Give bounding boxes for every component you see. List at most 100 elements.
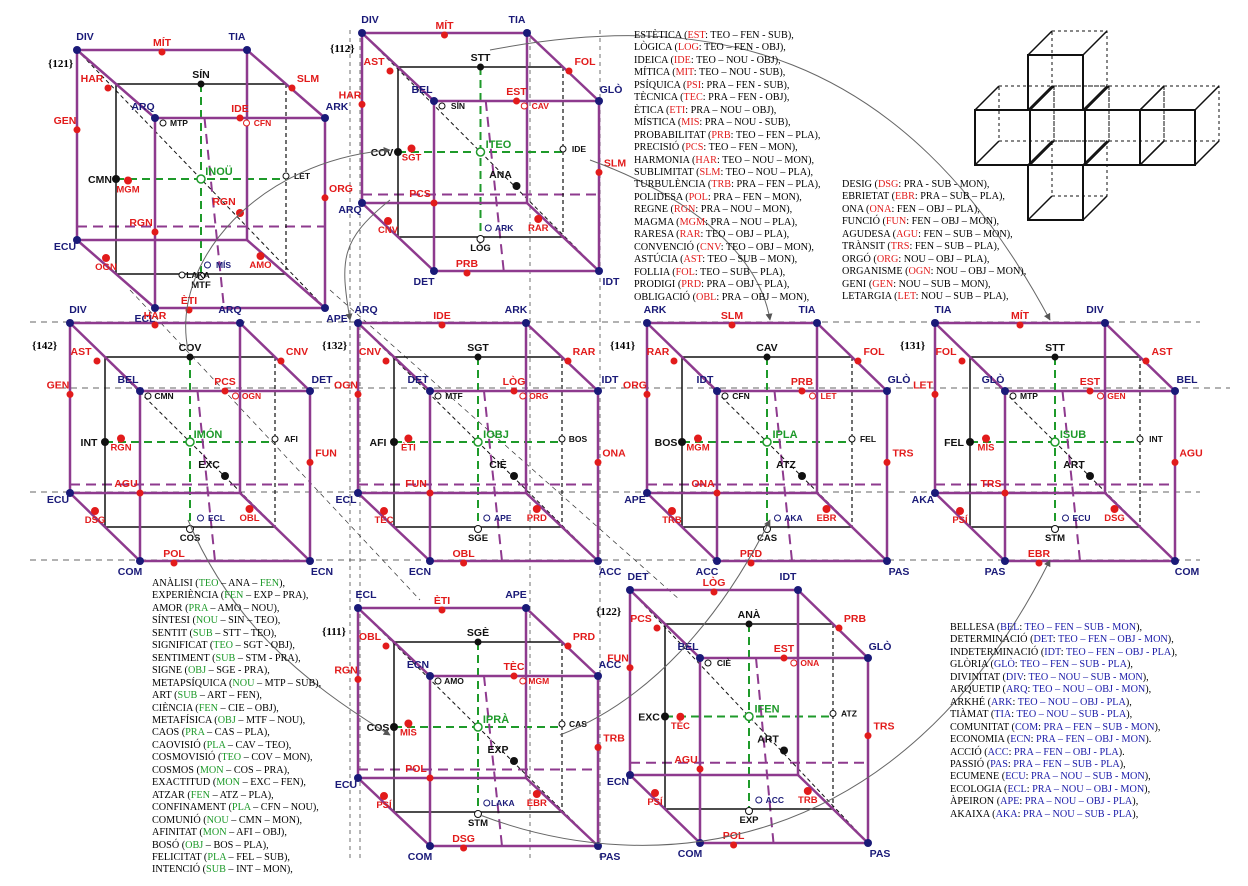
purple-dash bbox=[196, 390, 216, 562]
glossary-fragment: MON bbox=[216, 777, 241, 789]
corner-label: IDT bbox=[780, 571, 798, 583]
left-label: COV bbox=[371, 147, 394, 159]
edge-label: HAR bbox=[339, 89, 362, 101]
glossary-fragment: – CIE – bbox=[217, 702, 255, 714]
corner-dot bbox=[594, 557, 602, 565]
glossary-fragment: ARQ bbox=[1005, 684, 1028, 696]
glossary-fragment: : PRA – OBJ – PLA), bbox=[701, 279, 790, 291]
corner-label: BEL bbox=[118, 374, 140, 386]
mid-dot bbox=[694, 434, 702, 443]
inner-dot bbox=[232, 392, 239, 400]
glossary-fragment: SUB bbox=[206, 864, 226, 876]
glossary-fragment: – SGE - bbox=[206, 665, 244, 677]
net-face-back bbox=[1051, 140, 1108, 197]
glossary-fragment: AGUDESA ( bbox=[842, 228, 897, 240]
glossary-fragment: PRODIGI ( bbox=[634, 279, 682, 291]
glossary-fragment: – AMO – bbox=[207, 602, 252, 614]
glossary-fragment: IDE bbox=[673, 54, 691, 66]
edge-label: STT bbox=[1045, 342, 1065, 354]
glossary-fragment: CNV bbox=[699, 241, 721, 253]
glossary-fragment: PLA bbox=[248, 789, 268, 801]
corner-label: ECU bbox=[54, 241, 76, 253]
glossary-fragment: ), bbox=[312, 802, 319, 814]
corner-label: ARK bbox=[505, 304, 528, 316]
edge-label: MÍT bbox=[435, 19, 454, 32]
corner-label: BEL bbox=[678, 641, 700, 653]
glossary-fragment: ), bbox=[279, 578, 286, 589]
mid-dot bbox=[710, 588, 718, 596]
glossary-fragment: NOU bbox=[277, 714, 300, 726]
mid-dot bbox=[1001, 489, 1009, 497]
glossary-fragment: : PRA – NOU – PLA), bbox=[705, 216, 798, 228]
glossary-fragment: PCS bbox=[685, 142, 704, 154]
glossary-entry: FELICITAT (PLA – FEL – SUB), bbox=[152, 852, 321, 864]
mid-dot bbox=[676, 712, 685, 721]
edge bbox=[797, 774, 869, 844]
center-label: INOÜ bbox=[205, 165, 233, 178]
glossary-fragment: SUB bbox=[295, 677, 316, 689]
left-dot bbox=[390, 438, 398, 446]
glossary-fragment: : bbox=[1026, 783, 1033, 795]
glossary-fragment: SIGNE ( bbox=[152, 665, 188, 677]
glossary-fragment: MON bbox=[263, 864, 287, 876]
glossary-fragment: PASSIÓ ( bbox=[950, 758, 991, 770]
connector-arcs bbox=[185, 35, 1051, 846]
mid-dot bbox=[93, 357, 101, 365]
corner-label: ANA bbox=[489, 169, 512, 181]
glossary-fragment: : bbox=[1060, 646, 1066, 658]
glossary-entry: ACCIÓ (ACC: PRA – FEN – OBJ - PLA). bbox=[950, 747, 1177, 759]
mid-dot bbox=[441, 31, 448, 39]
glossary-entry: COSMOS (MON – COS – PRA), bbox=[152, 765, 321, 777]
glossary-fragment: TEO – NOU – OBJ - PLA bbox=[1017, 696, 1126, 708]
corner-label: APE bbox=[624, 494, 646, 506]
corner-label: TIA bbox=[229, 31, 246, 43]
glossary-fragment: CONVENCIÓ ( bbox=[634, 241, 700, 253]
glossary-fragment: : TEO – FEN – PLA), bbox=[730, 129, 821, 141]
glossary-fragment: – SIN – bbox=[217, 615, 255, 627]
glossary-fragment: PRB bbox=[711, 129, 731, 141]
corner-dot bbox=[522, 319, 530, 327]
corner-dot bbox=[883, 387, 891, 395]
glossary-entry: ART (SUB – ART – FEN), bbox=[152, 690, 321, 702]
left-label: BOS bbox=[655, 437, 678, 449]
glossary-fragment: FEN bbox=[236, 690, 256, 702]
left-label: CMN bbox=[88, 174, 112, 186]
glossary-fragment: PRA bbox=[185, 727, 205, 739]
purple-dash bbox=[1061, 390, 1081, 562]
inner-label: INT bbox=[1149, 434, 1164, 444]
glossary-fragment: CONFINAMENT ( bbox=[152, 802, 232, 814]
mid-dot bbox=[931, 390, 939, 398]
edge-label: MTF bbox=[191, 280, 211, 291]
mid-dot bbox=[1051, 525, 1059, 533]
mid-dot bbox=[1051, 353, 1059, 361]
glossary-fragment: : bbox=[1027, 684, 1033, 696]
glossary-fragment: – STM - PRA bbox=[235, 652, 295, 664]
corner-label: TIA bbox=[509, 14, 526, 26]
glossary-fragment: ATZAR ( bbox=[152, 789, 191, 801]
corner-dot bbox=[321, 114, 329, 122]
corner-label: IDT bbox=[697, 374, 715, 386]
edge-label: PRD bbox=[527, 513, 547, 524]
glossary-fragment: ), bbox=[1144, 771, 1151, 783]
glossary-fragment: PAS bbox=[990, 758, 1008, 770]
mid-dot bbox=[595, 168, 603, 176]
glossary-fragment: – bbox=[249, 578, 260, 589]
glossary-fragment: ACC bbox=[987, 746, 1009, 758]
glossary-entry: CAOVISIÓ (PLA – CAV – TEO), bbox=[152, 740, 321, 752]
glossary-fragment: : bbox=[1012, 696, 1018, 708]
glossary-entry: SUBLIMITAT (SLM: TEO – NOU – PLA), bbox=[634, 167, 821, 179]
mid-dot bbox=[565, 67, 573, 75]
corner-label: GLÒ bbox=[888, 373, 911, 386]
glossary-fragment: DET bbox=[1033, 634, 1053, 646]
glossary-fragment: GEN bbox=[872, 278, 894, 290]
glossary-entry: DETERMINACIÓ (DET: TEO – FEN – OBJ - MON… bbox=[950, 634, 1177, 646]
glossary-fragment: AKAIXA ( bbox=[950, 808, 996, 820]
mid-dot bbox=[728, 321, 736, 329]
glossary-fragment: ECU bbox=[1005, 771, 1026, 783]
glossary-fragment: ), bbox=[1132, 796, 1139, 808]
glossary-fragment: ORG bbox=[876, 253, 899, 265]
edge-label: RGN bbox=[129, 217, 152, 229]
